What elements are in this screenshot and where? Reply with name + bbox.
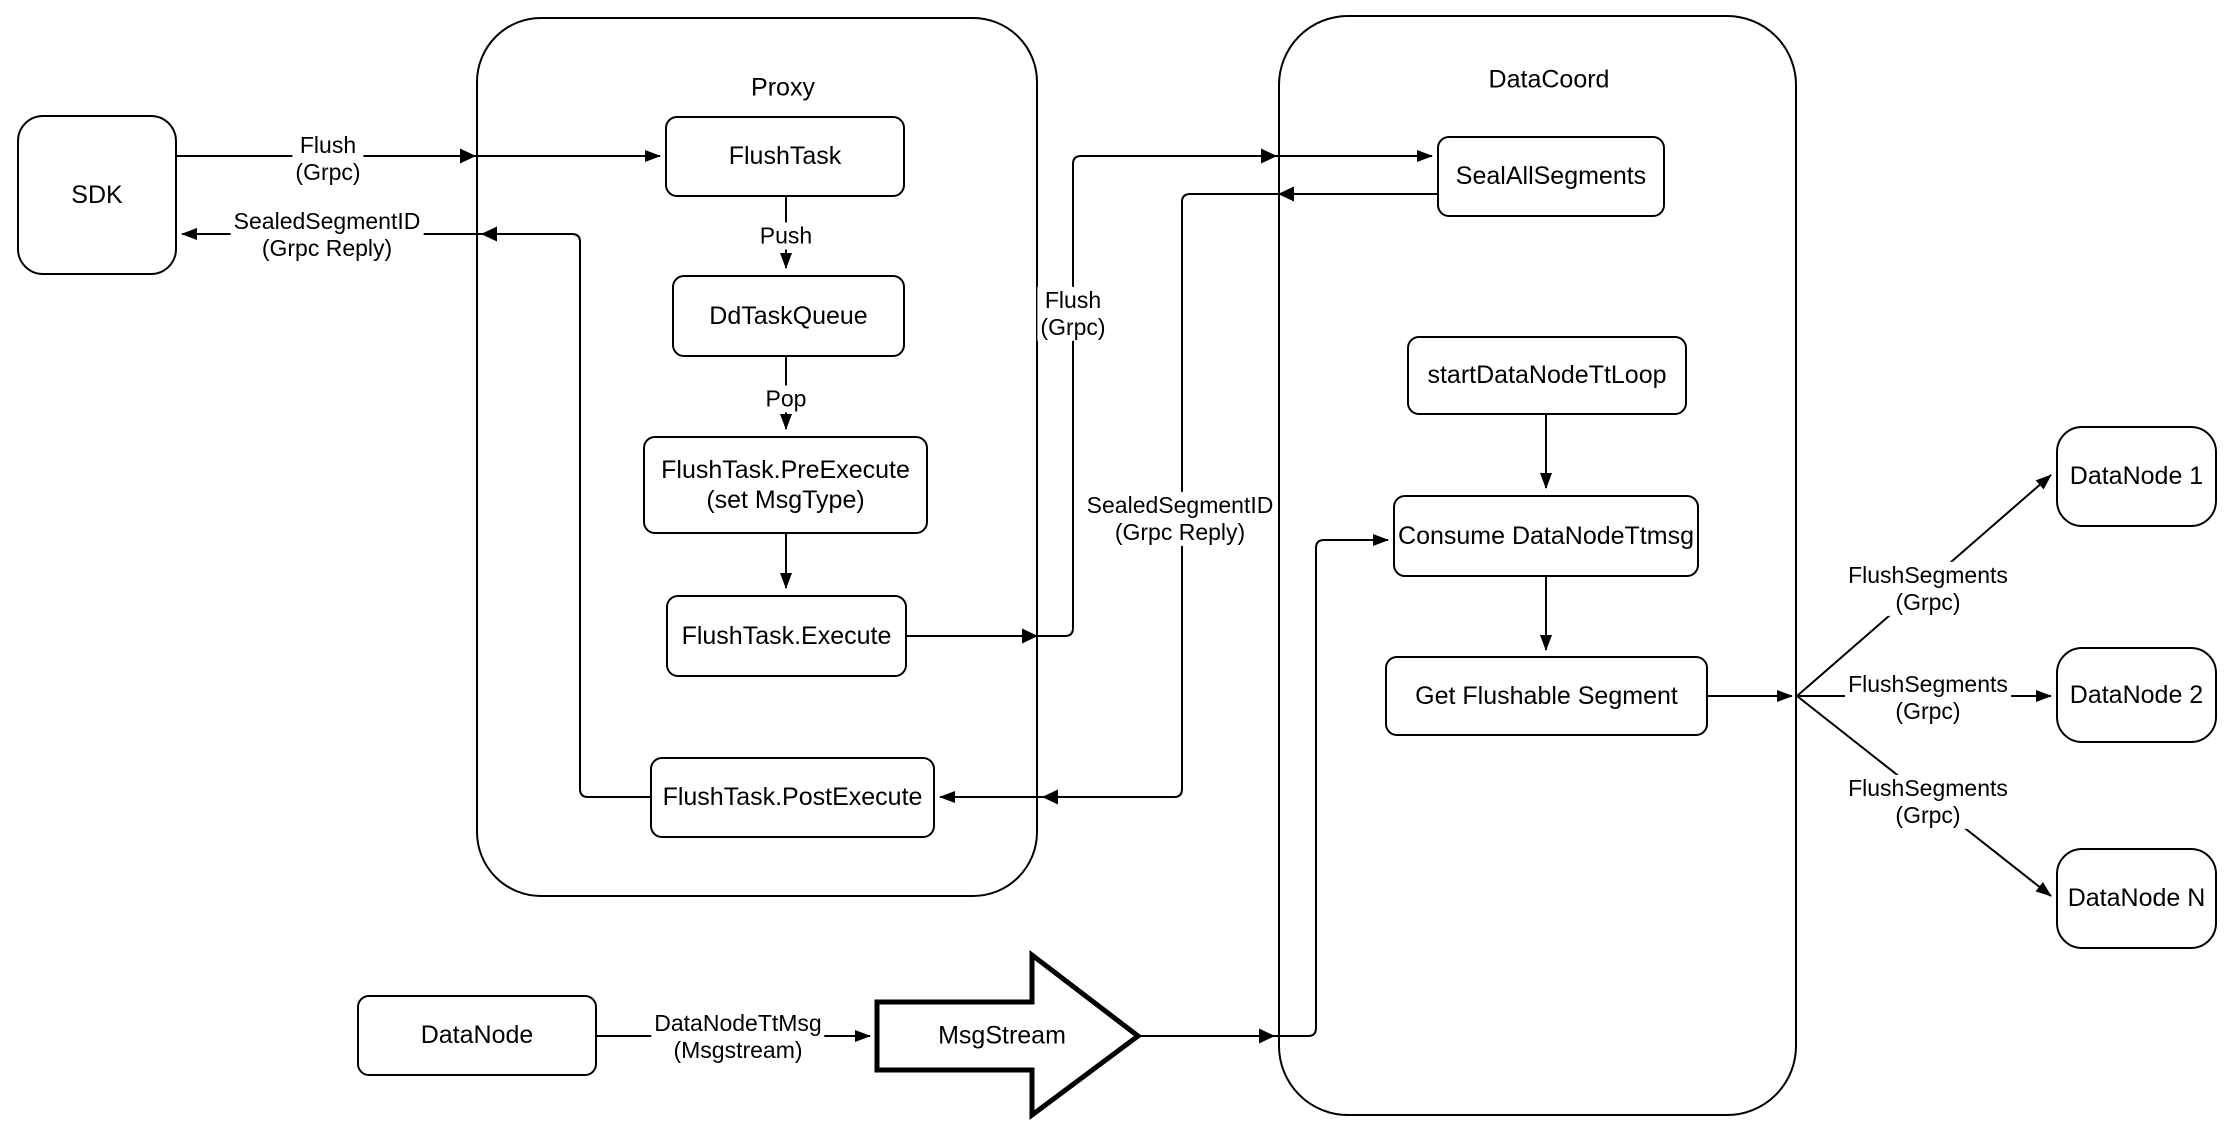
edge-label-line: (Grpc Reply) <box>261 235 393 261</box>
edge-label-sealedsegmentid-mid: SealedSegmentID (Grpc Reply) <box>1083 491 1277 547</box>
edge-execute-to-sealallsegments <box>907 150 1433 637</box>
edge-label-push: Push <box>756 222 816 250</box>
node-sealallsegments: SealAllSegments <box>1437 136 1665 217</box>
edge-label-line: FlushSegments <box>1848 561 2008 588</box>
node-datanode: DataNode <box>357 995 597 1076</box>
edge-label-line: Pop <box>765 385 807 412</box>
proxy-container-title: Proxy <box>751 73 815 102</box>
edge-label-line: (Grpc) <box>1895 589 1961 615</box>
node-sdk-label: SDK <box>71 180 123 209</box>
node-startdatanodettloop-label: startDataNodeTtLoop <box>1427 361 1667 390</box>
datacoord-container <box>1278 15 1797 1116</box>
edge-label-line: (Grpc) <box>295 159 361 185</box>
node-datanode-2-label: DataNode 2 <box>2069 680 2204 709</box>
edge-label-line: FlushSegments <box>1848 670 2008 697</box>
node-datanode-1-label: DataNode 1 <box>2069 462 2204 491</box>
edge-label-line: SealedSegmentID <box>1086 491 1274 518</box>
edge-label-line: SealedSegmentID <box>233 207 421 234</box>
node-postexecute: FlushTask.PostExecute <box>650 757 935 838</box>
node-consume-datanodettmsg: Consume DataNodeTtmsg <box>1393 495 1699 577</box>
edge-label-line: (Grpc) <box>1895 698 1961 724</box>
edge-label-line: Flush <box>299 131 357 158</box>
node-consume-datanodettmsg-label: Consume DataNodeTtmsg <box>1398 521 1694 550</box>
node-get-flushable-segment-label: Get Flushable Segment <box>1415 681 1678 710</box>
edge-label-line: (Grpc Reply) <box>1114 519 1246 545</box>
node-execute-label: FlushTask.Execute <box>681 621 892 650</box>
msgstream-arrow-shape <box>874 949 1143 1120</box>
edge-label-flushsegments-2: FlushSegments (Grpc) <box>1845 670 2011 726</box>
edge-label-flush-grpc-mid: Flush (Grpc) <box>1037 286 1109 342</box>
edge-label-datanodettmsg: DataNodeTtMsg (Msgstream) <box>651 1009 825 1065</box>
datacoord-container-title: DataCoord <box>1488 65 1610 94</box>
node-execute: FlushTask.Execute <box>666 595 907 677</box>
edge-label-flushsegments-1: FlushSegments (Grpc) <box>1845 561 2011 617</box>
boundary-arrowheads <box>460 148 1294 1044</box>
edge-label-line: DataNodeTtMsg <box>654 1009 822 1036</box>
edge-label-pop: Pop <box>762 385 810 413</box>
edge-label-line: Flush <box>1044 286 1102 313</box>
edge-label-flush-grpc-sdk: Flush (Grpc) <box>292 131 364 187</box>
node-flushtask: FlushTask <box>665 116 905 197</box>
node-preexecute-label: FlushTask.PreExecute <box>661 455 910 484</box>
node-get-flushable-segment: Get Flushable Segment <box>1385 656 1708 736</box>
node-datanode-label: DataNode <box>420 1021 534 1050</box>
edge-label-line: FlushSegments <box>1848 774 2008 801</box>
edge-label-flushsegments-3: FlushSegments (Grpc) <box>1845 774 2011 830</box>
node-datanode-n-label: DataNode N <box>2067 884 2206 913</box>
node-datanode-1: DataNode 1 <box>2056 426 2217 527</box>
node-datanode-n: DataNode N <box>2056 848 2217 949</box>
edge-label-line: (Grpc) <box>1040 314 1106 340</box>
edge-label-sealedsegmentid-sdk: SealedSegmentID (Grpc Reply) <box>230 207 424 263</box>
node-preexecute-sublabel: (set MsgType) <box>706 486 865 514</box>
node-preexecute: FlushTask.PreExecute (set MsgType) <box>643 436 928 534</box>
node-sdk: SDK <box>17 115 177 275</box>
node-ddtaskqueue-label: DdTaskQueue <box>709 301 868 330</box>
node-datanode-2: DataNode 2 <box>2056 647 2217 743</box>
node-sealallsegments-label: SealAllSegments <box>1455 162 1647 191</box>
edge-label-line: Push <box>759 222 813 249</box>
node-ddtaskqueue: DdTaskQueue <box>672 275 905 357</box>
proxy-container <box>476 17 1038 897</box>
node-startdatanodettloop: startDataNodeTtLoop <box>1407 336 1687 415</box>
edge-label-line: (Msgstream) <box>673 1037 803 1063</box>
node-flushtask-label: FlushTask <box>728 142 842 171</box>
edge-postexecute-to-sdk <box>181 228 650 798</box>
node-postexecute-label: FlushTask.PostExecute <box>662 783 923 812</box>
msgstream-label: MsgStream <box>938 1021 1066 1050</box>
edge-label-line: (Grpc) <box>1895 802 1961 828</box>
edge-msgstream-to-consume <box>1138 534 1389 1037</box>
